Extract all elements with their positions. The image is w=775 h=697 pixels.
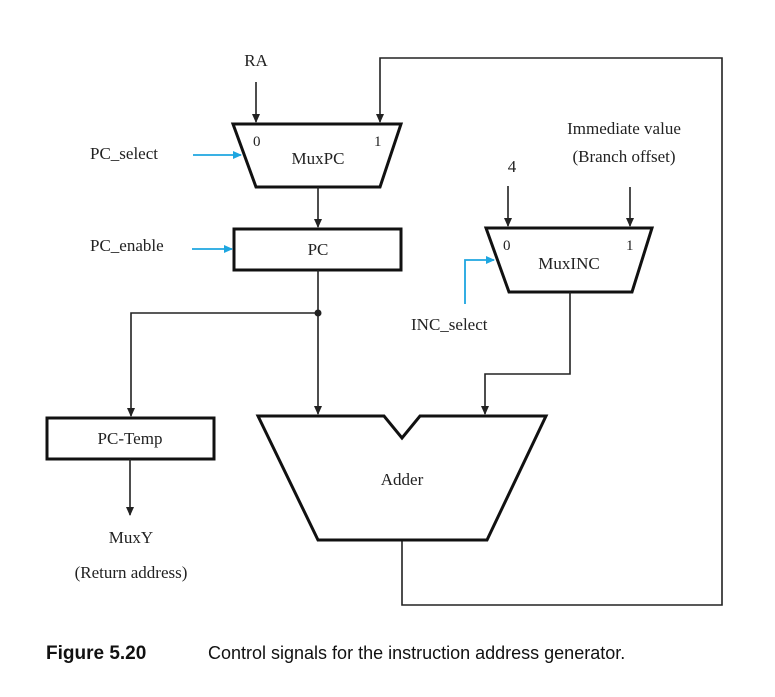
pc-enable-label: PC_enable xyxy=(90,236,164,255)
muxy-label: MuxY xyxy=(109,528,153,547)
pc-temp-label: PC-Temp xyxy=(98,429,163,448)
pc-select-label: PC_select xyxy=(90,144,158,163)
figure-number: Figure 5.20 xyxy=(46,643,146,664)
pc-temp-register xyxy=(45,416,216,461)
muxpc-port-1: 1 xyxy=(374,134,382,150)
pc-label: PC xyxy=(308,240,329,259)
muxinc-block xyxy=(483,226,655,294)
muxpc-port-0: 0 xyxy=(253,134,261,150)
pc-register xyxy=(232,227,403,272)
muxpc-block xyxy=(230,122,404,189)
pc-to-pctemp-wire xyxy=(127,312,318,417)
ra-label: RA xyxy=(244,51,268,70)
inc-select-label: INC_select xyxy=(411,315,488,334)
muxinc-label: MuxINC xyxy=(538,254,599,273)
muxinc-port-1: 1 xyxy=(626,238,634,254)
muxpc-label: MuxPC xyxy=(292,149,345,168)
adder-label: Adder xyxy=(381,470,424,489)
inc-select-arrow xyxy=(464,256,495,304)
figure-caption: Control signals for the instruction addr… xyxy=(208,643,625,663)
return-address-label: (Return address) xyxy=(75,563,188,582)
immediate-label-line2: (Branch offset) xyxy=(572,147,675,166)
muxinc-port-0: 0 xyxy=(503,238,511,254)
adder-block xyxy=(255,414,549,542)
muxinc-to-adder-wire xyxy=(481,292,571,415)
adder-feedback-wire xyxy=(376,57,723,606)
immediate-label-line1: Immediate value xyxy=(567,119,681,138)
four-label: 4 xyxy=(508,157,517,176)
